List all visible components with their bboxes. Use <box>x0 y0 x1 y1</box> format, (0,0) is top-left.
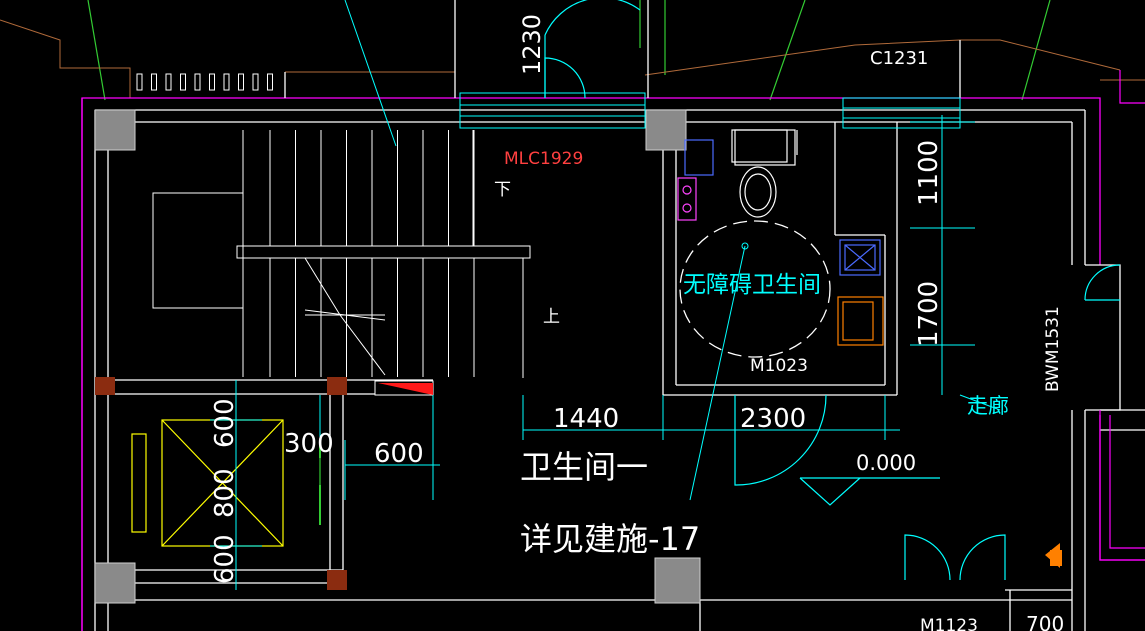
dimension-300: 300 <box>284 429 334 459</box>
elevation-marker <box>799 477 940 506</box>
window-c1231 <box>459 92 961 129</box>
label-see-detail: 详见建施-17 <box>520 520 700 558</box>
walls <box>94 0 1145 631</box>
small-columns <box>95 377 347 590</box>
toilet-fixture <box>731 129 798 218</box>
stair-outline <box>152 130 531 378</box>
stair-arrow <box>304 257 386 376</box>
orange-marker-box <box>1050 550 1062 566</box>
dimension-600-stair: 600 <box>374 439 424 469</box>
dimension-600-bottom: 600 <box>210 534 240 584</box>
balustrade-post <box>209 73 215 91</box>
label-wc1: 卫生间一 <box>520 448 648 486</box>
balustrade-post <box>165 73 172 91</box>
label-door-m1023: M1023 <box>750 356 808 376</box>
grab-fixture <box>677 177 697 221</box>
balustrade-post <box>180 73 186 91</box>
label-stair-down: 下 <box>494 180 511 200</box>
label-stair-up: 上 <box>543 307 560 327</box>
wall-fixtures <box>684 139 714 176</box>
washbasin <box>837 296 884 346</box>
label-corridor: 走廊 <box>967 394 1009 418</box>
label-door-mlc: MLC1929 <box>504 149 583 169</box>
balustrade-post <box>252 73 259 91</box>
dimension-600-top: 600 <box>210 398 240 448</box>
balustrade <box>136 73 273 91</box>
wheelchair-turning-circle <box>679 220 831 358</box>
dimension-800: 800 <box>210 468 240 518</box>
balustrade-post <box>223 73 230 91</box>
red-section-marker <box>374 380 434 396</box>
balustrade-post <box>136 73 143 91</box>
cyan-leaders <box>210 0 1001 590</box>
dimension-1100: 1100 <box>914 140 944 206</box>
balustrade-post <box>238 73 244 91</box>
label-window-c1231: C1231 <box>870 48 928 69</box>
structural-columns <box>94 109 701 604</box>
floor-drain <box>839 239 881 276</box>
dimension-1440: 1440 <box>553 404 619 434</box>
dimension-700: 700 <box>1026 612 1064 631</box>
label-elevation: 0.000 <box>856 451 916 475</box>
circle-center-marker <box>741 242 749 250</box>
balustrade-post <box>151 73 157 91</box>
stair-treads <box>269 130 475 377</box>
balustrade-post <box>267 73 273 91</box>
balustrade-post <box>194 73 201 91</box>
dimension-1700: 1700 <box>914 281 944 347</box>
dimension-2300: 2300 <box>740 404 806 434</box>
label-door-m1123: M1123 <box>920 616 978 631</box>
door-swings <box>544 0 1121 581</box>
label-door-bwm: BWM1531 <box>1043 306 1063 392</box>
right-room-outline <box>1099 70 1145 561</box>
label-accessible-wc: 无障碍卫生间 <box>683 272 821 298</box>
dimension-1230: 1230 <box>518 14 546 75</box>
